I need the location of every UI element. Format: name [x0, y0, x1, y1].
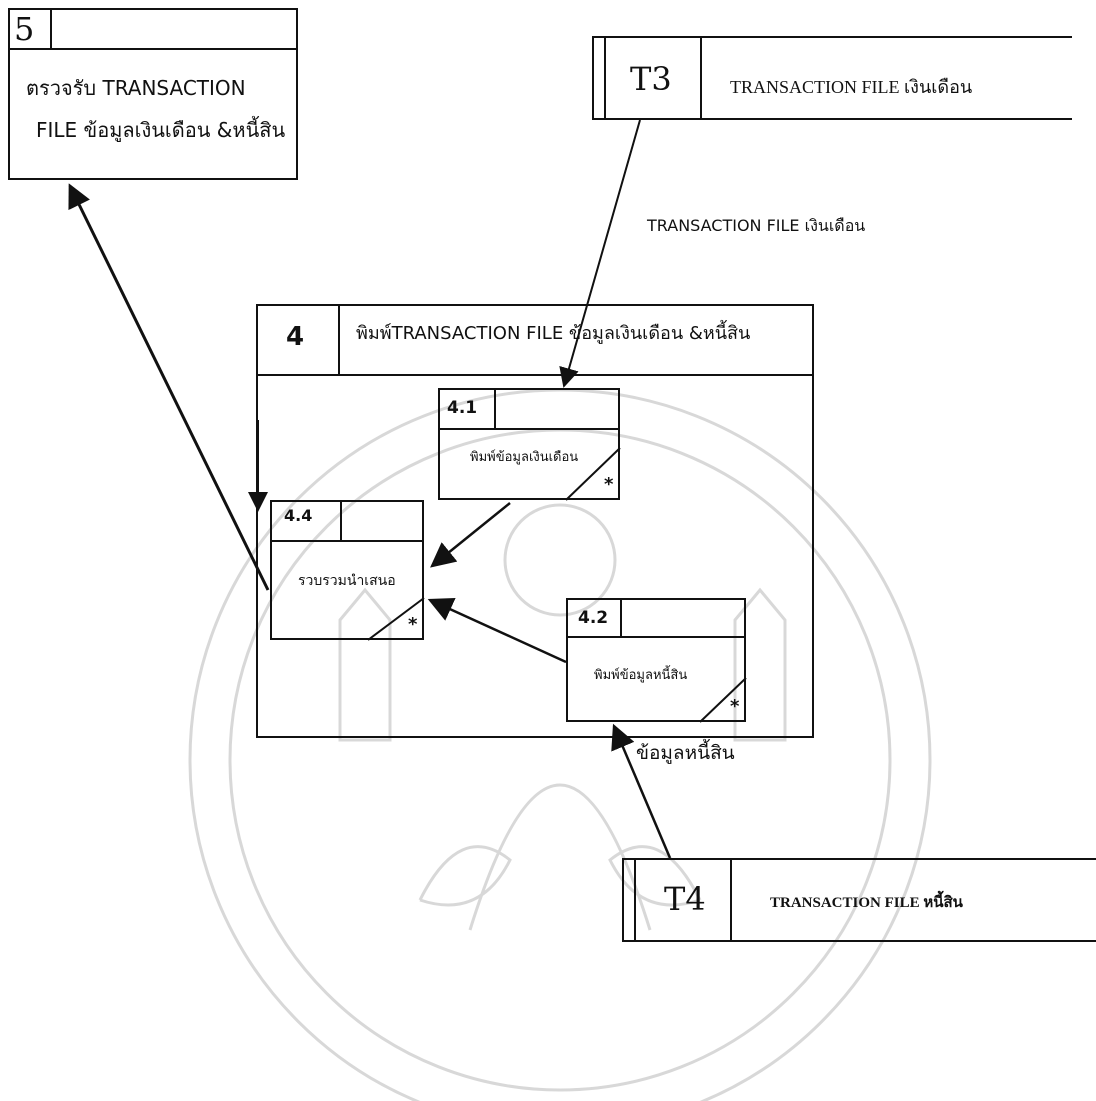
store-t4-top-line [622, 858, 1096, 860]
flow-t3-to-4-1-arrow [559, 119, 641, 388]
subprocess-4-2-label: พิมพ์ข้อมูลหนี้สิน [594, 668, 688, 683]
process-5-label-line2: FILE ข้อมูลเงินเดือน &หนี้สิน [36, 118, 286, 142]
subprocess-4-1-mark: * [604, 474, 614, 495]
subprocess-4-4-box [270, 500, 424, 640]
store-t4-bottom-line [622, 940, 1096, 942]
store-t3-top-line [592, 36, 1072, 38]
process-4-header-line [256, 374, 814, 376]
process-4-id: 4 [286, 322, 305, 352]
process-5-id: 5 [14, 10, 35, 48]
store-t3-id-divider [700, 36, 702, 120]
process-5-header-line [8, 48, 298, 50]
subprocess-4-1-label: พิมพ์ข้อมูลเงินเดือน [470, 450, 579, 465]
subprocess-4-1-id: 4.1 [447, 398, 478, 418]
subprocess-4-2-box [566, 598, 746, 722]
flow-t3-label: TRANSACTION FILE เงินเดือน [647, 216, 866, 235]
flow-4-4-to-5-arrow [68, 183, 270, 591]
subprocess-4-1-box [438, 388, 620, 500]
process-5-box [8, 8, 298, 180]
flow-4-2-to-4-4-arrow [427, 597, 567, 664]
subprocess-4-2-corner-slash [699, 677, 747, 723]
store-t3-name: TRANSACTION FILE เงินเดือน [730, 77, 973, 97]
store-t3-bottom-line [592, 118, 1072, 120]
store-t4-left-line-2 [634, 858, 636, 942]
subprocess-4-1-header-line [438, 428, 620, 430]
subprocess-4-4-id: 4.4 [284, 506, 313, 525]
subprocess-4-1-corner-slash [565, 447, 621, 501]
store-t4-id-divider [730, 858, 732, 942]
store-t3-id: T3 [630, 60, 672, 98]
subprocess-4-4-header-line [270, 540, 424, 542]
store-t4-name: TRANSACTION FILE หนี้สิน [770, 895, 963, 911]
store-t3-left-line-2 [604, 36, 606, 120]
store-t4-id: T4 [664, 880, 706, 918]
subprocess-4-2-id-divider [620, 598, 622, 638]
subprocess-4-4-corner-slash [367, 597, 425, 641]
flow-4-1-to-4-4-arrow [430, 502, 511, 568]
process-4-box [256, 304, 814, 738]
flow-t4-to-4-2-arrow [611, 723, 672, 859]
subprocess-4-4-label: รวบรวมนำเสนอ [298, 573, 396, 589]
store-t4-left-line-1 [622, 858, 624, 942]
process-5-label-line1: ตรวจรับ TRANSACTION [26, 76, 246, 100]
process-5-id-divider [50, 8, 52, 50]
subprocess-4-1-id-divider [494, 388, 496, 430]
process-4-id-divider [338, 304, 340, 376]
flow-t4-label: ข้อมูลหนี้สิน [636, 742, 735, 764]
subprocess-4-4-id-divider [340, 500, 342, 542]
subprocess-4-2-mark: * [730, 696, 740, 717]
process-4-title: พิมพ์TRANSACTION FILE ข้อมูลเงินเดือน &ห… [356, 323, 751, 344]
subprocess-4-2-header-line [566, 636, 746, 638]
subprocess-4-4-mark: * [408, 614, 418, 635]
store-t3-left-line-1 [592, 36, 594, 120]
subprocess-4-2-id: 4.2 [578, 608, 609, 628]
